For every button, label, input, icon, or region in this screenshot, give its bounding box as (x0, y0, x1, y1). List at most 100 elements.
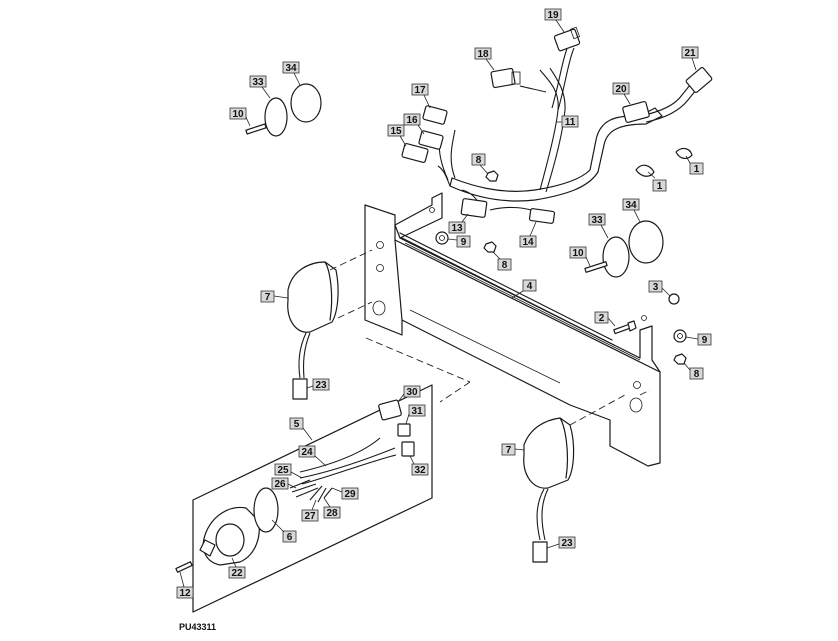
harness-connector-20 (622, 101, 650, 123)
svg-text:6: 6 (287, 532, 293, 543)
harness-connector-14 (528, 208, 556, 224)
svg-text:11: 11 (565, 117, 576, 128)
callout-10: 10 (229, 107, 251, 127)
callout-4: 4 (511, 279, 537, 299)
svg-text:19: 19 (547, 10, 559, 21)
svg-text:34: 34 (285, 63, 297, 74)
harness-connector-21 (685, 67, 713, 93)
callout-2: 2 (594, 311, 616, 327)
harness-connector-13 (460, 198, 488, 218)
svg-text:12: 12 (179, 588, 191, 599)
figure-code: PU43311 (179, 622, 217, 632)
svg-text:10: 10 (572, 248, 584, 259)
svg-text:4: 4 (527, 281, 533, 292)
callout-8: 8 (471, 153, 489, 175)
svg-text:25: 25 (277, 465, 289, 476)
callout-32: 32 (409, 455, 429, 476)
svg-text:8: 8 (476, 155, 482, 166)
svg-text:8: 8 (502, 260, 508, 271)
callout-19: 19 (544, 8, 565, 33)
bolt-3 (668, 293, 680, 305)
callout-23: 23 (546, 536, 576, 549)
svg-text:8: 8 (694, 369, 700, 380)
callout-10: 10 (569, 246, 591, 267)
callout-11: 11 (556, 115, 579, 128)
nut-8 (673, 353, 687, 365)
svg-text:33: 33 (591, 215, 603, 226)
callout-9: 9 (447, 235, 471, 248)
side-lamp-right (523, 417, 575, 563)
svg-text:14: 14 (522, 237, 534, 248)
harness-connector-15 (401, 142, 429, 164)
svg-text:5: 5 (294, 419, 300, 430)
nut-8 (485, 170, 499, 182)
harness-connector-18 (490, 67, 521, 89)
svg-text:1: 1 (694, 164, 700, 175)
callout-31: 31 (405, 404, 426, 425)
svg-text:24: 24 (301, 447, 313, 458)
callout-1: 1 (647, 171, 667, 192)
flange-nut-9 (673, 329, 687, 343)
svg-text:34: 34 (625, 200, 637, 211)
callout-25: 25 (274, 463, 303, 479)
svg-text:16: 16 (406, 115, 418, 126)
svg-text:20: 20 (615, 84, 627, 95)
light-bar-bracket (364, 192, 661, 467)
svg-text:30: 30 (406, 387, 418, 398)
callout-21: 21 (681, 46, 699, 71)
svg-text:2: 2 (599, 313, 605, 324)
callout-14: 14 (519, 221, 537, 248)
svg-text:9: 9 (461, 237, 467, 248)
callout-8: 8 (492, 251, 512, 271)
callout-9: 9 (685, 333, 712, 346)
callout-24: 24 (298, 445, 327, 467)
callout-28: 28 (323, 497, 341, 519)
svg-text:10: 10 (232, 109, 244, 120)
svg-text:3: 3 (653, 282, 659, 293)
svg-text:1: 1 (657, 181, 663, 192)
alignment-lines (329, 249, 651, 426)
svg-text:23: 23 (561, 538, 573, 549)
callout-29: 29 (331, 487, 359, 500)
callout-26: 26 (271, 477, 297, 490)
callout-13: 13 (448, 213, 469, 234)
svg-text:27: 27 (304, 511, 316, 522)
callout-34: 34 (622, 198, 641, 223)
svg-text:23: 23 (315, 380, 327, 391)
callout-8: 8 (683, 362, 704, 380)
callout-12: 12 (176, 571, 194, 599)
harness-connector-19 (553, 26, 581, 52)
callout-7: 7 (501, 443, 525, 456)
flange-nut-9 (435, 231, 449, 245)
callout-30: 30 (397, 385, 421, 403)
svg-text:29: 29 (344, 489, 356, 500)
callout-33: 33 (588, 213, 609, 239)
side-lamp-left (287, 261, 339, 400)
nut-8 (483, 241, 497, 253)
svg-text:22: 22 (231, 568, 243, 579)
bolt-2 (613, 320, 637, 335)
svg-text:18: 18 (477, 49, 489, 60)
svg-text:31: 31 (411, 406, 423, 417)
callout-16: 16 (403, 113, 425, 135)
svg-text:21: 21 (684, 48, 696, 59)
callout-34: 34 (282, 61, 301, 86)
svg-text:15: 15 (390, 126, 402, 137)
callout-18: 18 (474, 47, 495, 71)
reflector-assembly (245, 83, 664, 278)
callout-6: 6 (271, 519, 297, 543)
callout-3: 3 (648, 280, 671, 297)
tail-light-inset (175, 384, 433, 613)
svg-text:17: 17 (414, 85, 426, 96)
svg-text:33: 33 (252, 77, 264, 88)
callout-15: 15 (387, 124, 407, 147)
harness-connector-17 (422, 105, 448, 125)
callout-17: 17 (411, 83, 431, 109)
harness-connector-16 (418, 130, 444, 150)
svg-text:28: 28 (326, 508, 338, 519)
callout-1: 1 (685, 155, 704, 175)
callout-33: 33 (249, 75, 271, 99)
callout-23: 23 (306, 378, 330, 391)
svg-text:32: 32 (414, 465, 426, 476)
